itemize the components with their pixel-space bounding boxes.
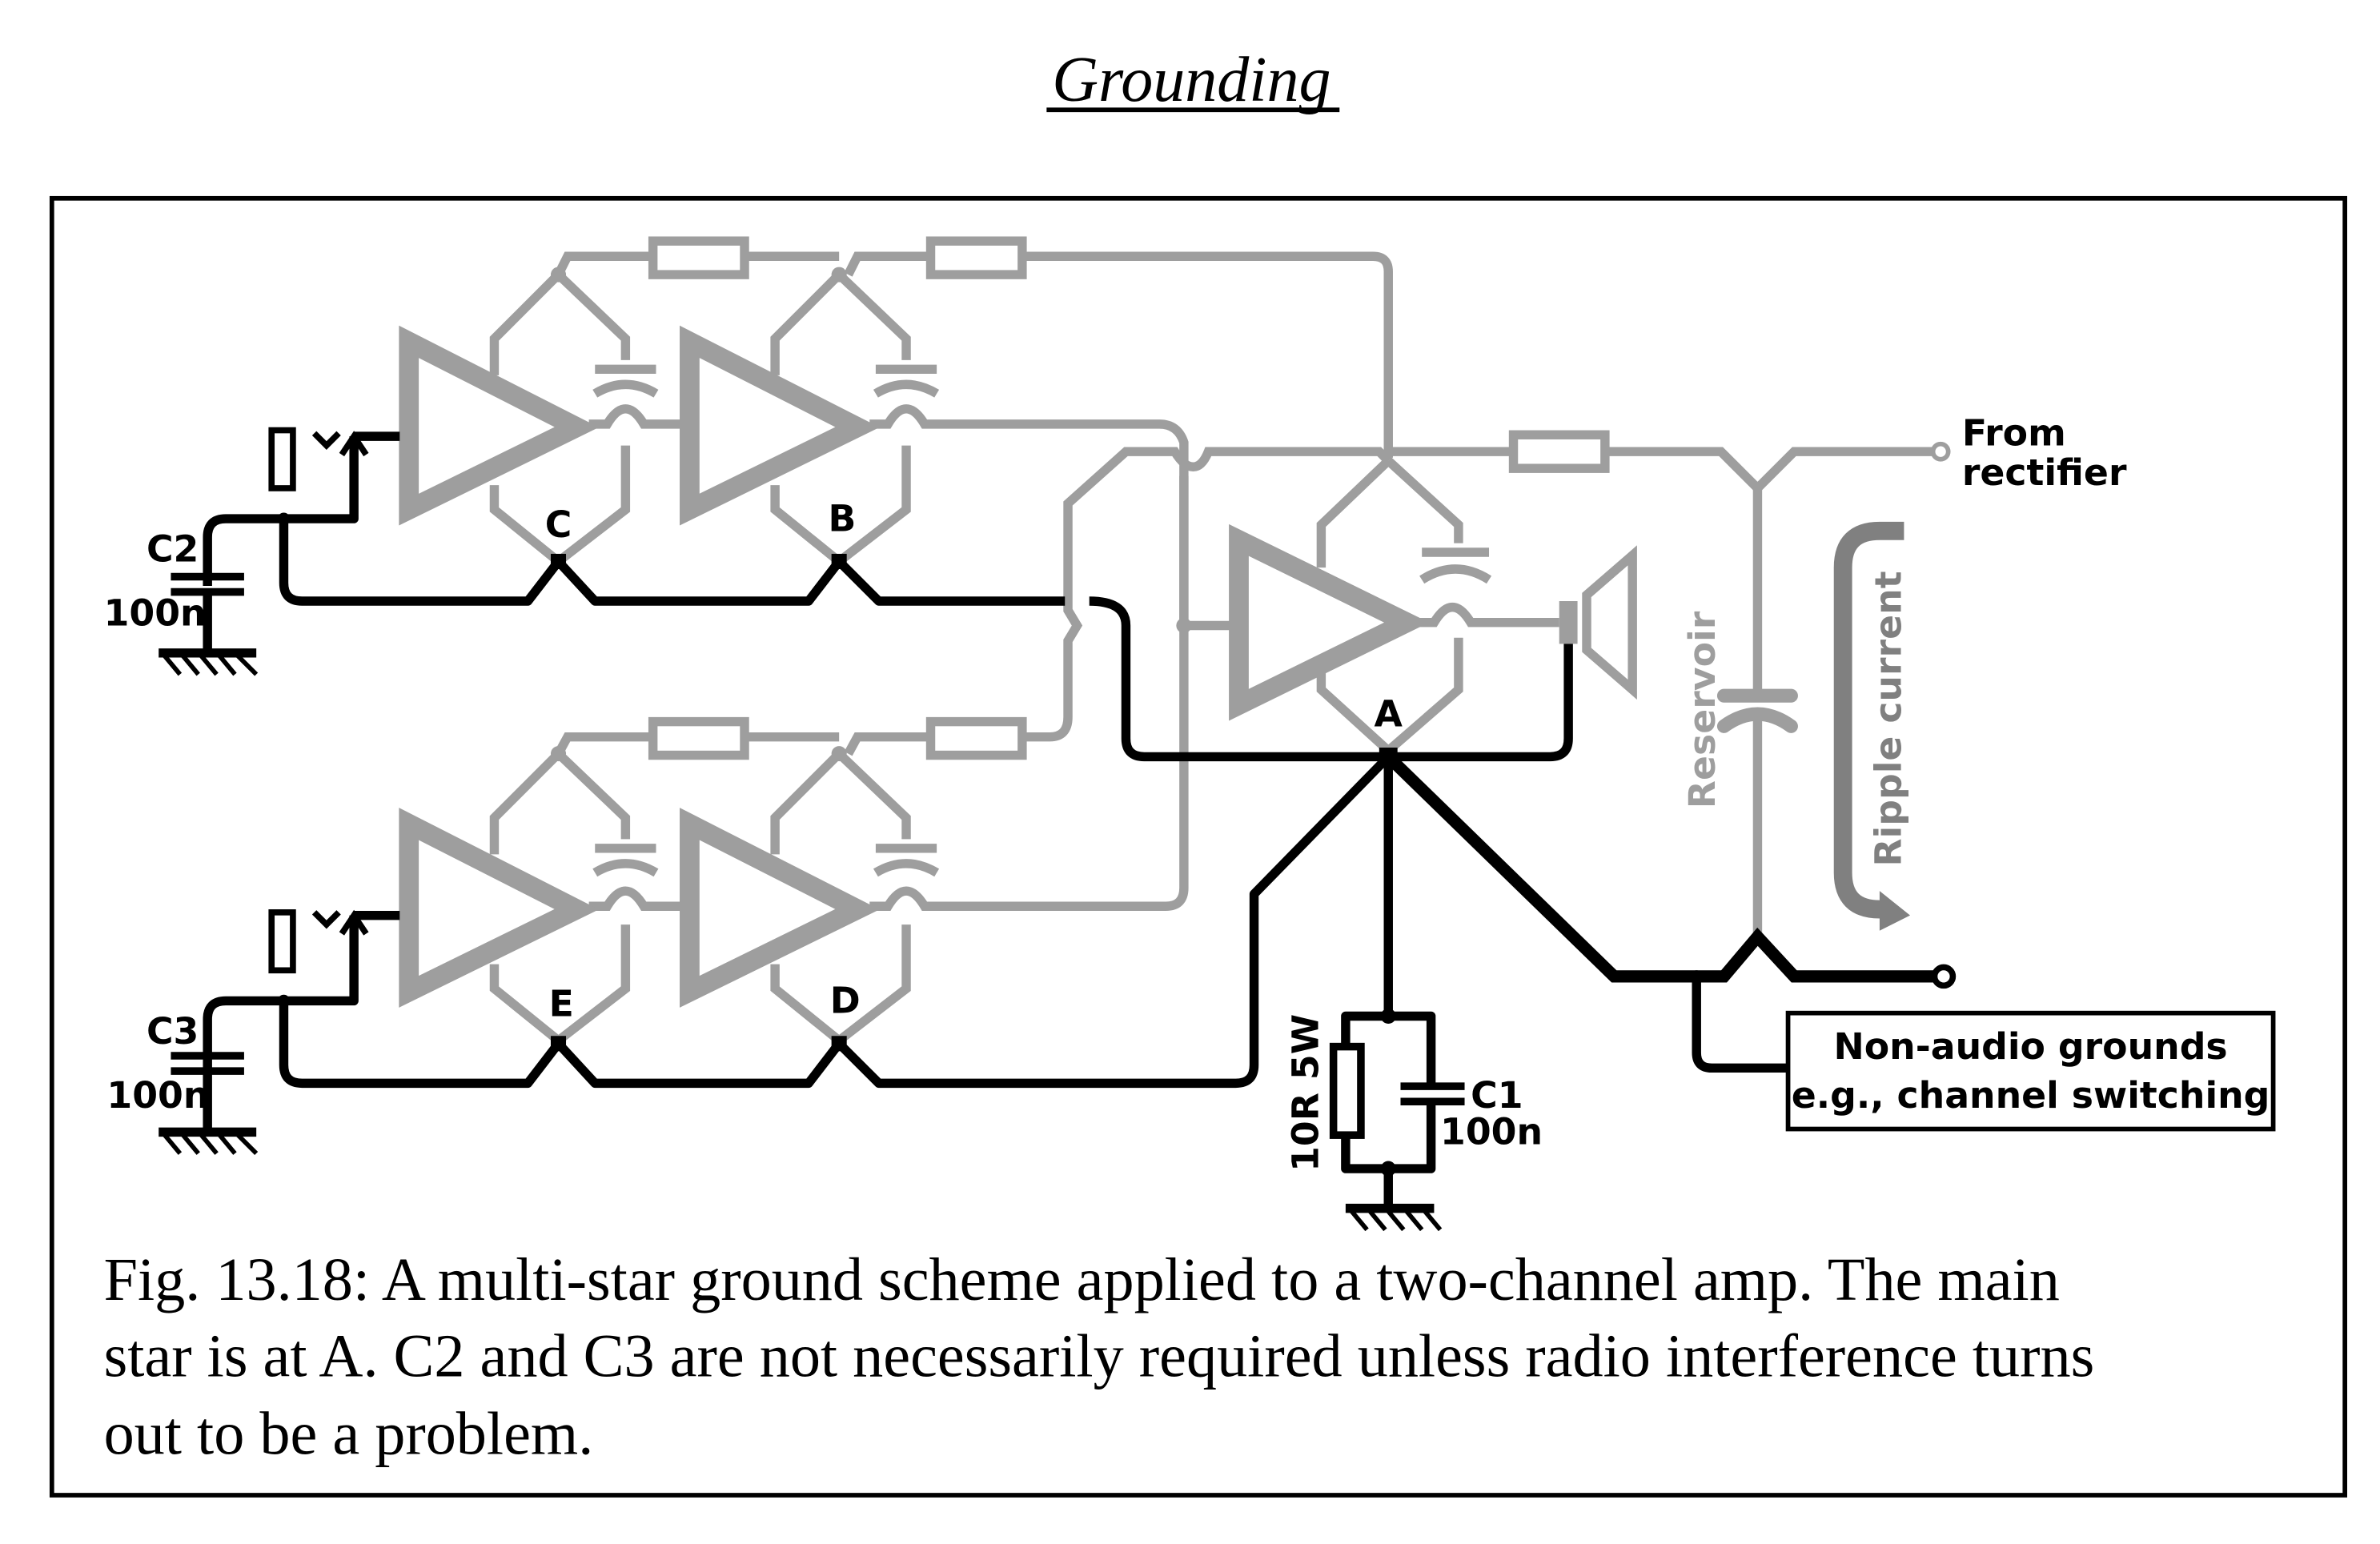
star-point-label-e: E — [549, 982, 574, 1025]
ground-bus-bottom-channel — [279, 753, 1392, 1089]
star-point-d — [831, 1036, 847, 1052]
ground-return-top — [1089, 596, 1389, 762]
star-point-label-c: C — [545, 503, 572, 546]
signal-resistors — [648, 236, 1610, 760]
ground-wiring — [159, 427, 1957, 1232]
stage2-top-supply-branch — [770, 271, 911, 375]
junction-dot — [1380, 1161, 1396, 1177]
non-audio-ground-wire — [1692, 976, 1788, 1073]
signal-wiring — [489, 251, 1951, 1047]
junction-dot — [831, 267, 847, 283]
star-point-label-a: A — [1375, 692, 1403, 735]
non-audio-label-line1: Non-audio grounds — [1834, 1025, 2228, 1068]
c1-value: 100n — [1440, 1111, 1543, 1153]
junction-dot — [550, 746, 567, 762]
ground-terminal — [1931, 964, 1957, 989]
stage1-bottom-supply-branch — [489, 750, 631, 855]
junction-dot — [831, 746, 847, 762]
non-audio-grounds-box — [1785, 1010, 2276, 1132]
jack-contact-icon — [311, 910, 341, 929]
wiper-arrow-icon — [339, 431, 369, 457]
rectifier-terminal — [1930, 441, 1951, 462]
stage1-top-supply-branch — [489, 271, 631, 375]
wiper-arrow-icon — [339, 909, 369, 936]
resistor-icon — [1508, 430, 1610, 473]
speaker-ground-return — [1388, 644, 1573, 762]
reservoir-label: Reservoir — [1681, 611, 1724, 808]
ripple-current-label: Ripple current — [1868, 571, 1910, 866]
ground-lift-resistor-icon — [1329, 1042, 1365, 1139]
amplifiers — [399, 325, 1430, 1008]
junction-dot — [1176, 617, 1192, 634]
coupling-wire — [869, 475, 1189, 911]
input-wiring-top — [203, 436, 359, 586]
resistor-icon — [925, 236, 1027, 279]
junction-dot — [277, 994, 291, 1008]
ground-lift-resistor-label: 10R 5W — [1285, 1014, 1327, 1172]
amplifier-icon — [680, 325, 880, 526]
power-amp-supply-branch — [1316, 457, 1463, 568]
star-point-c — [550, 553, 567, 569]
figure-caption-line: star is at A. C2 and C3 are not necessar… — [104, 1322, 2095, 1390]
star-point-a — [1379, 748, 1398, 766]
figure-caption-line: out to be a problem. — [104, 1401, 594, 1468]
resistor-icon — [925, 716, 1027, 760]
chassis-ground-symbol-icon — [1345, 1203, 1443, 1232]
capacitor-icon — [873, 364, 940, 398]
coupling-wire — [588, 886, 680, 911]
amplifier-icon — [680, 808, 880, 1008]
page-title: Grounding — [1052, 45, 1330, 115]
reservoir-ground-wire — [1383, 752, 1938, 983]
from-rectifier-label-line2: rectifier — [1962, 451, 2127, 494]
star-point-b — [831, 553, 847, 569]
star-point-label-d: D — [830, 980, 861, 1022]
coupling-wire — [588, 404, 680, 429]
capacitor-icon — [1419, 547, 1492, 584]
power-amplifier-icon — [1229, 523, 1430, 721]
star-point-label-b: B — [829, 497, 857, 539]
supply-wire-to-rectifier — [1388, 447, 1935, 495]
input-wiring-bottom — [203, 915, 359, 1069]
speaker-feed-wire — [1412, 602, 1559, 628]
reservoir-capacitor-icon — [1716, 688, 1798, 733]
c3-label: C3 — [146, 1010, 199, 1053]
jack-contact-icon — [311, 431, 341, 450]
capacitor-icon — [592, 844, 659, 877]
ground-symbol-icon — [159, 1127, 259, 1156]
capacitor-icon — [873, 844, 940, 877]
supply-rail-top-channel — [554, 251, 1393, 458]
input-resistor-icon — [268, 427, 296, 491]
ground-symbol-icon — [159, 648, 259, 676]
amplifier-icon — [399, 808, 600, 1008]
stage2-bottom-supply-branch — [770, 750, 911, 855]
amplifier-icon — [399, 325, 600, 526]
capacitor-icon — [592, 364, 659, 398]
ripple-current-arrow-icon — [1833, 521, 1911, 931]
junction-dot — [550, 267, 567, 283]
junction-dot — [1380, 1008, 1396, 1025]
c3-value: 100n — [106, 1074, 209, 1117]
resistor-icon — [648, 236, 749, 279]
c2-label: C2 — [146, 527, 199, 570]
figure-frame — [49, 195, 2348, 1498]
speaker-icon — [1559, 545, 1637, 700]
supply-rail-bottom-channel — [554, 447, 1392, 756]
coupling-wire — [869, 404, 1230, 631]
non-audio-label-line2: e.g., channel switching — [1792, 1074, 2270, 1117]
c2-value: 100n — [104, 592, 207, 635]
from-rectifier-label-line1: From — [1962, 412, 2066, 455]
resistor-icon — [648, 716, 749, 760]
junction-dot — [277, 512, 291, 525]
star-point-e — [550, 1036, 567, 1052]
decoupling-capacitors — [592, 364, 1798, 877]
ground-bus-top-channel — [279, 519, 1066, 606]
c1-label: C1 — [1471, 1074, 1523, 1117]
figure-caption-line: Fig. 13.18: A multi-star ground scheme a… — [104, 1246, 2060, 1313]
input-resistor-icon — [268, 909, 296, 974]
